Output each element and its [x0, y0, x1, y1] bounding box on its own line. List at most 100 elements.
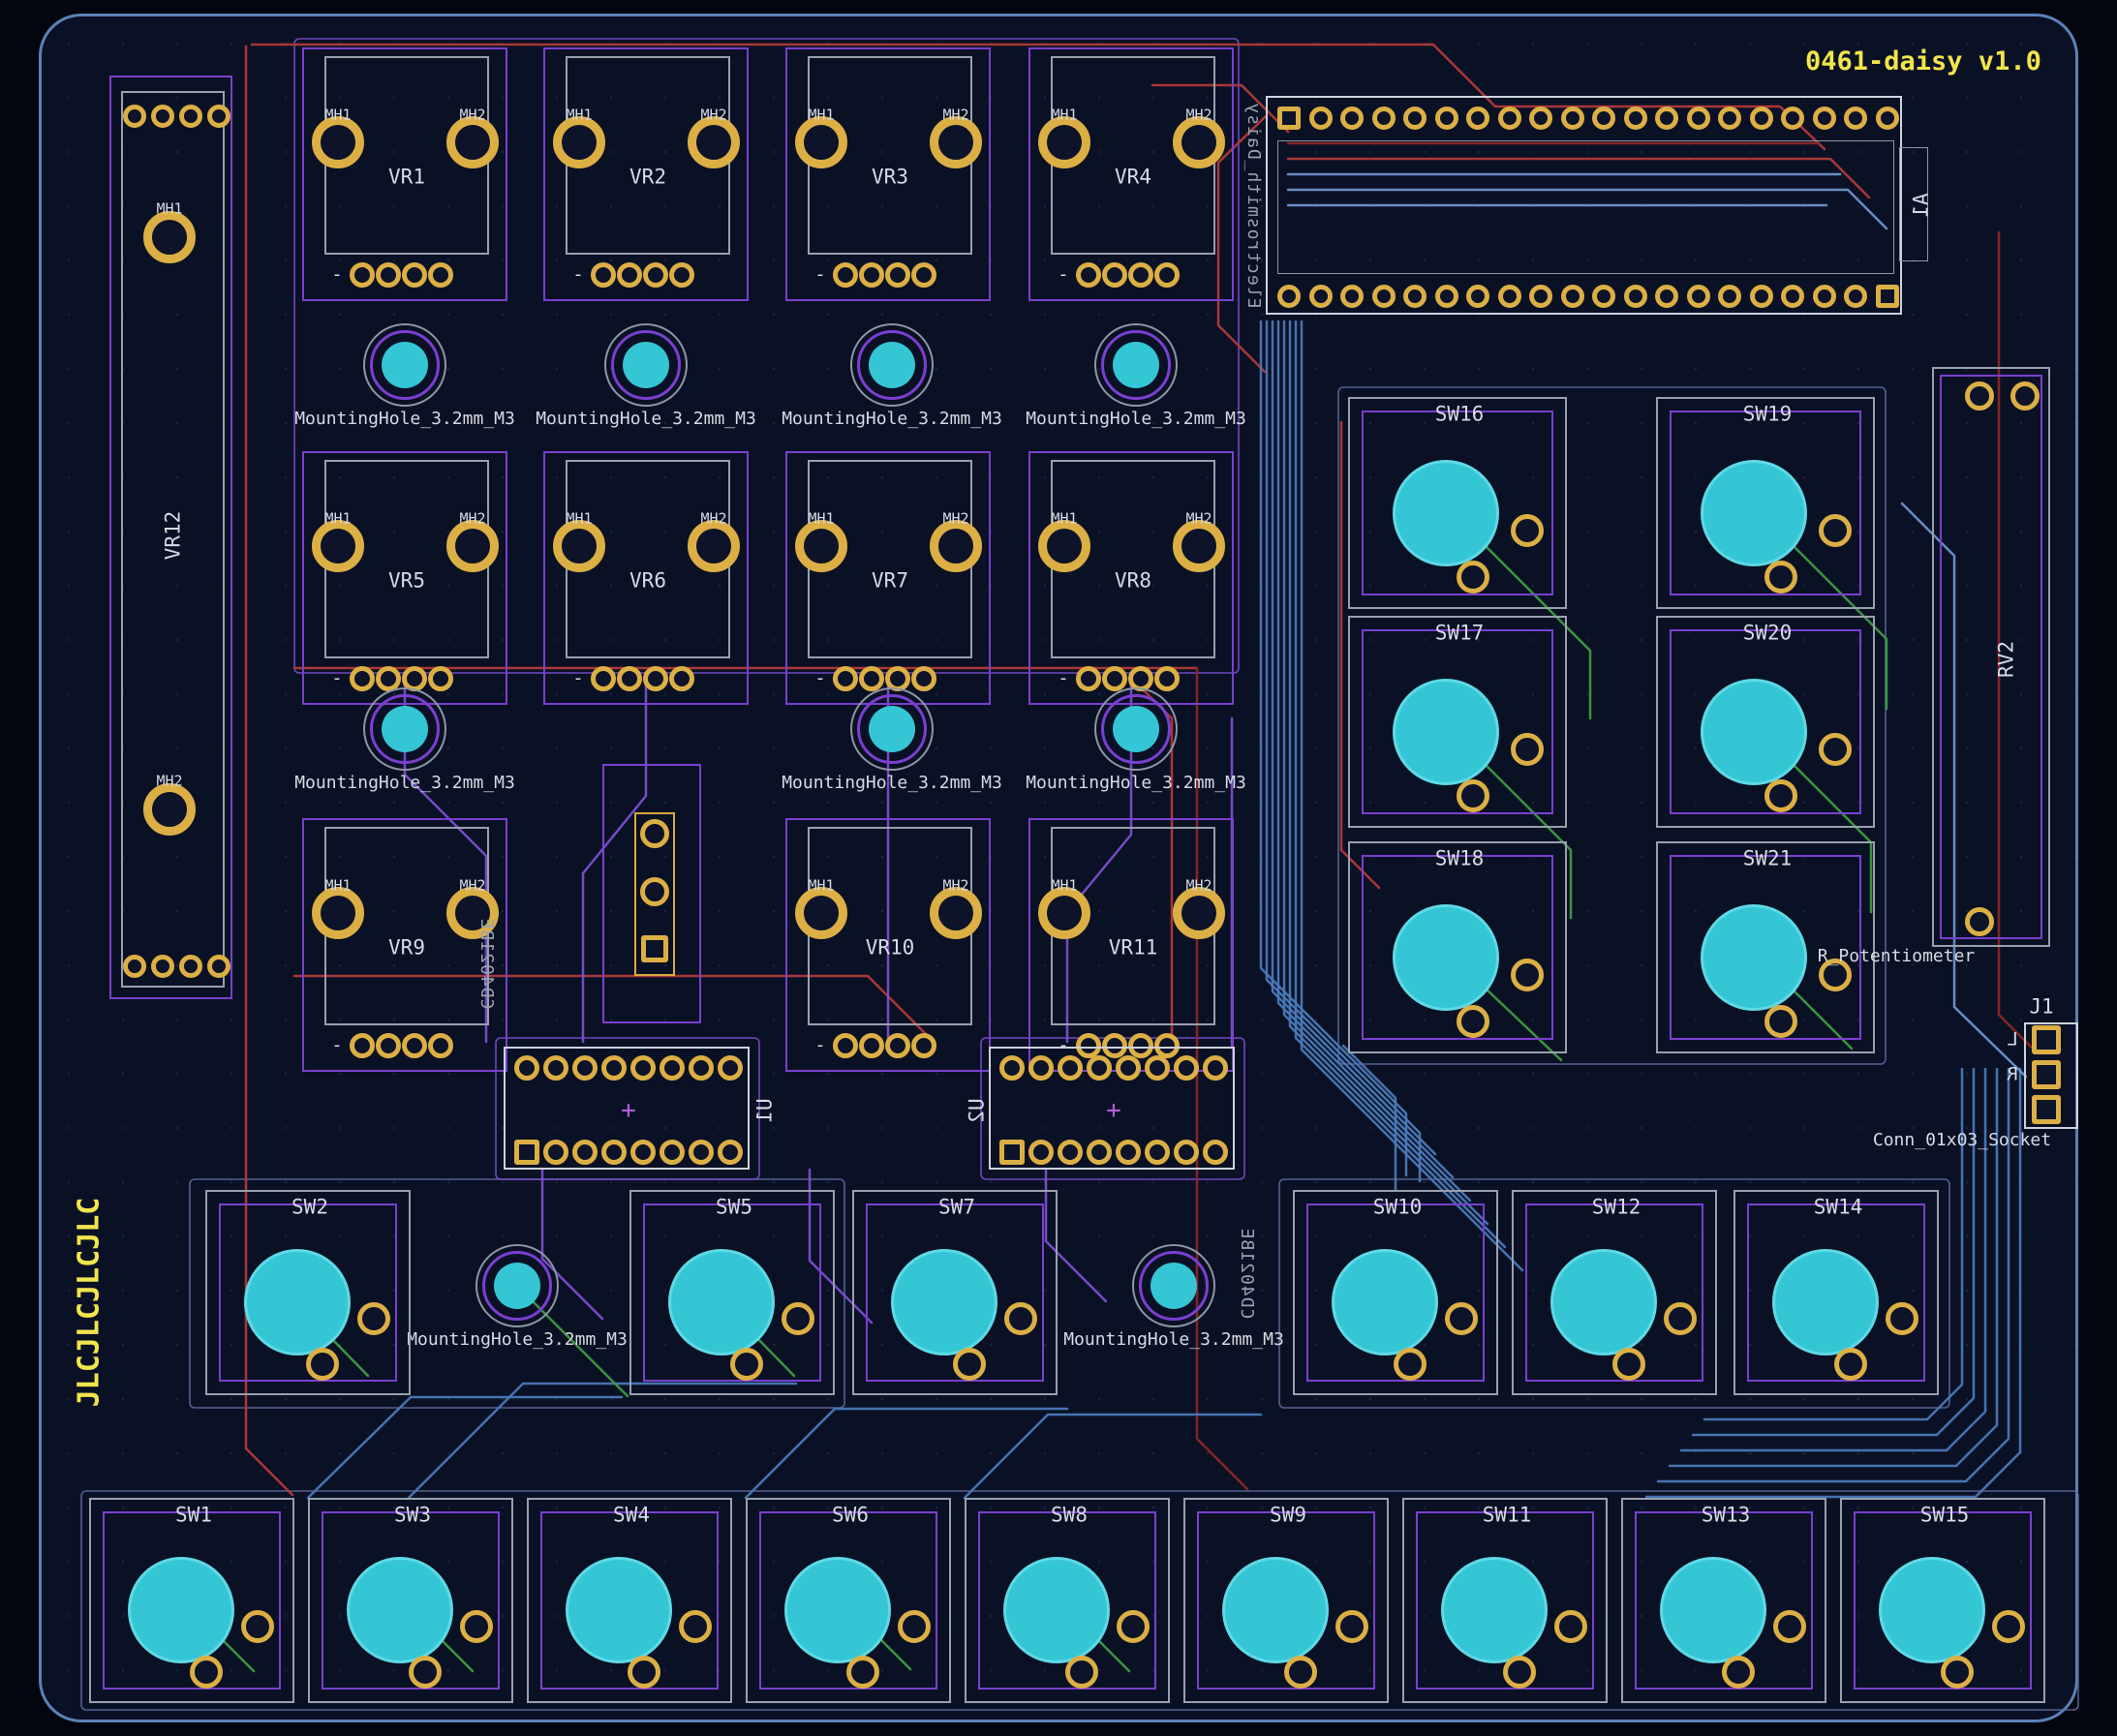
pin-pad[interactable] [1128, 262, 1153, 288]
vr-footprint-vr2[interactable]: MH1MH2VR2- [543, 47, 749, 301]
switch-pad[interactable] [782, 1302, 814, 1335]
switch-footprint-sw8[interactable]: SW8 [965, 1498, 1170, 1703]
keyswitch-hole[interactable] [1701, 904, 1807, 1011]
pin-pad[interactable] [376, 1033, 401, 1058]
dip-pad[interactable] [1116, 1140, 1141, 1165]
mounting-hole[interactable] [850, 687, 934, 771]
header-pad[interactable] [1813, 285, 1836, 308]
header-pad[interactable] [1844, 107, 1867, 130]
header-pad[interactable] [1781, 107, 1804, 130]
switch-pad[interactable] [357, 1302, 390, 1335]
switch-pad[interactable] [1511, 733, 1544, 766]
switch-pad[interactable] [1117, 1610, 1150, 1643]
switch-pad[interactable] [1773, 1610, 1806, 1643]
header-pad[interactable] [1592, 285, 1615, 308]
switch-pad[interactable] [1457, 779, 1489, 812]
switch-footprint-sw13[interactable]: SW13 [1621, 1498, 1826, 1703]
pin-pad[interactable] [179, 105, 202, 128]
mh2-pad[interactable] [446, 887, 499, 939]
switch-pad[interactable] [409, 1656, 442, 1689]
header-pad[interactable] [1466, 285, 1489, 308]
switch-pad[interactable] [1819, 733, 1852, 766]
j1-pad[interactable] [2032, 1025, 2061, 1054]
switch-footprint-sw1[interactable]: SW1 [89, 1498, 294, 1703]
mh2-pad[interactable] [930, 520, 982, 572]
keyswitch-hole[interactable] [1701, 460, 1807, 566]
dip-pad[interactable] [999, 1140, 1025, 1165]
dip-pad[interactable] [1145, 1055, 1170, 1081]
dip-pad[interactable] [630, 1140, 656, 1165]
keyswitch-hole[interactable] [244, 1249, 351, 1355]
mounting-hole[interactable] [476, 1244, 559, 1327]
keyswitch-hole[interactable] [1393, 904, 1499, 1011]
mh1-pad[interactable] [143, 211, 196, 263]
switch-pad[interactable] [1503, 1656, 1536, 1689]
switch-footprint-sw18[interactable]: SW18 [1348, 841, 1567, 1053]
mh2-pad[interactable] [1173, 116, 1225, 168]
mh1-pad[interactable] [312, 887, 364, 939]
keyswitch-hole[interactable] [128, 1557, 234, 1663]
pin-pad[interactable] [833, 262, 858, 288]
switch-pad[interactable] [1764, 1005, 1797, 1038]
switch-pad[interactable] [306, 1348, 339, 1381]
switch-pad[interactable] [1394, 1348, 1427, 1381]
keyswitch-hole[interactable] [668, 1249, 775, 1355]
rv-pad[interactable] [1965, 907, 1994, 936]
pin-pad[interactable] [911, 262, 936, 288]
header-pad[interactable] [1592, 107, 1615, 130]
pin-pad[interactable] [123, 955, 146, 978]
pin-pad[interactable] [207, 105, 230, 128]
pin-pad[interactable] [179, 955, 202, 978]
dip-pad[interactable] [1058, 1140, 1083, 1165]
header-pad[interactable] [1403, 107, 1427, 130]
mounting-hole[interactable] [1094, 323, 1178, 407]
header-pad[interactable] [1561, 107, 1584, 130]
header-pad[interactable] [1687, 107, 1710, 130]
rv-pad[interactable] [2010, 381, 2040, 411]
header-pad[interactable] [1309, 285, 1333, 308]
switch-footprint-sw10[interactable]: SW10 [1293, 1190, 1498, 1395]
pin-pad[interactable] [591, 262, 616, 288]
header-pad[interactable] [1876, 285, 1899, 308]
keyswitch-hole[interactable] [1222, 1557, 1329, 1663]
vr-footprint-vr12[interactable]: MH1MH2VR12 [109, 76, 232, 999]
switch-footprint-sw17[interactable]: SW17 [1348, 616, 1567, 828]
switch-pad[interactable] [898, 1610, 931, 1643]
switch-footprint-sw12[interactable]: SW12 [1512, 1190, 1717, 1395]
vr-footprint-vr6[interactable]: MH1MH2VR6- [543, 451, 749, 705]
keyswitch-hole[interactable] [891, 1249, 997, 1355]
header-pad[interactable] [1340, 285, 1364, 308]
switch-footprint-sw21[interactable]: SW21 [1656, 841, 1875, 1053]
dip-pad[interactable] [1145, 1140, 1170, 1165]
header-pad[interactable] [1498, 285, 1521, 308]
switch-footprint-sw20[interactable]: SW20 [1656, 616, 1875, 828]
mounting-hole[interactable] [850, 323, 934, 407]
switch-pad[interactable] [1511, 514, 1544, 547]
keyswitch-hole[interactable] [784, 1557, 891, 1663]
switch-pad[interactable] [1612, 1348, 1645, 1381]
j1-pad[interactable] [2032, 1095, 2061, 1124]
mh2-pad[interactable] [446, 520, 499, 572]
mh1-pad[interactable] [312, 520, 364, 572]
switch-footprint-sw15[interactable]: SW15 [1840, 1498, 2045, 1703]
header-pad[interactable] [1277, 107, 1301, 130]
dip-pad[interactable] [1087, 1055, 1112, 1081]
pin-pad[interactable] [1076, 262, 1101, 288]
pin-pad[interactable] [859, 1033, 884, 1058]
pin-pad[interactable] [591, 666, 616, 691]
mh1-pad[interactable] [312, 116, 364, 168]
switch-pad[interactable] [1886, 1302, 1918, 1335]
switch-pad[interactable] [1445, 1302, 1478, 1335]
switch-pad[interactable] [1764, 779, 1797, 812]
pin-pad[interactable] [350, 1033, 375, 1058]
mh1-pad[interactable] [1038, 887, 1090, 939]
header-pad[interactable] [1435, 285, 1458, 308]
dip-pad[interactable] [572, 1055, 598, 1081]
mh1-pad[interactable] [1038, 116, 1090, 168]
header-pad[interactable] [1403, 285, 1427, 308]
keyswitch-hole[interactable] [566, 1557, 672, 1663]
switch-footprint-sw5[interactable]: SW5 [629, 1190, 835, 1395]
switch-pad[interactable] [1065, 1656, 1098, 1689]
header-pad[interactable] [1844, 285, 1867, 308]
dip-pad[interactable] [1028, 1140, 1054, 1165]
